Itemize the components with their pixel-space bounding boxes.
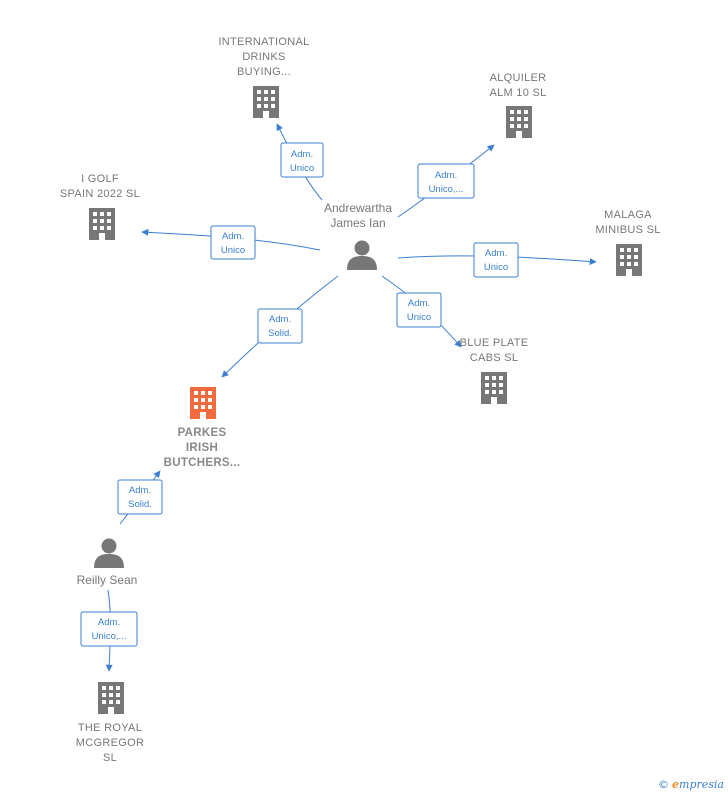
building-icon: [481, 372, 507, 404]
edge-label-line1: Adm.: [408, 298, 430, 309]
person-name-line: Reilly Sean: [77, 573, 138, 587]
edge-label-royal[interactable]: Adm. Unico,...: [80, 611, 138, 647]
brand-watermark: ©empresia: [658, 778, 724, 791]
edge-label-alquiler[interactable]: Adm. Unico,...: [417, 163, 475, 199]
edge-label-line2: Unico,...: [92, 631, 127, 642]
building-icon: [506, 106, 532, 138]
building-icon: [253, 86, 279, 118]
company-name-line: I GOLF: [81, 173, 119, 185]
edge-label-line2: Unico: [221, 245, 245, 256]
company-node-international[interactable]: INTERNATIONAL DRINKS BUYING...: [218, 36, 309, 118]
edge-label-line2: Unico: [290, 163, 314, 174]
edge-label-line1: Adm.: [435, 170, 457, 181]
company-name-line: DRINKS: [242, 51, 285, 63]
edge-label-line2: Unico: [484, 262, 508, 273]
building-icon: [98, 682, 124, 714]
company-name-line: CABS SL: [470, 352, 519, 364]
edge-label-line2: Unico,...: [429, 184, 464, 195]
edge-label-reilly-parkes[interactable]: Adm. Solid.: [117, 479, 163, 515]
person-name-line: James Ian: [330, 216, 385, 230]
person-name-line: Andrewartha: [324, 201, 392, 215]
person-node-reilly[interactable]: Reilly Sean: [77, 538, 138, 588]
edge-label-line2: Solid.: [128, 499, 152, 510]
building-icon: [89, 208, 115, 240]
edge-label-line2: Unico: [407, 312, 431, 323]
edge-label-line1: Adm.: [98, 617, 120, 628]
company-node-alquiler[interactable]: ALQUILER ALM 10 SL: [489, 72, 546, 138]
copyright-symbol: ©: [658, 778, 670, 791]
edge-label-igolf[interactable]: Adm. Unico: [210, 225, 256, 260]
edge-label-international[interactable]: Adm. Unico: [280, 142, 324, 178]
company-name-line: MCGREGOR: [76, 737, 144, 749]
company-name-line: MALAGA: [604, 209, 652, 221]
company-node-parkes[interactable]: PARKES IRISH BUTCHERS...: [164, 387, 241, 469]
brand-logo-letter: e: [672, 778, 680, 791]
company-name-line: IRISH: [186, 442, 218, 454]
person-node-andrewartha[interactable]: Andrewartha James Ian: [324, 201, 392, 270]
company-name-line: MINIBUS SL: [595, 224, 660, 236]
brand-name: mpresia: [679, 778, 724, 791]
company-node-igolf[interactable]: I GOLF SPAIN 2022 SL: [60, 173, 140, 240]
edge-label-line1: Adm.: [222, 231, 244, 242]
company-name-line: INTERNATIONAL: [218, 36, 309, 48]
edge-label-line2: Solid.: [268, 328, 292, 339]
company-name-line: BUYING...: [237, 66, 291, 78]
building-icon: [190, 387, 216, 419]
edge-label-line1: Adm.: [291, 149, 313, 160]
person-icon: [347, 240, 377, 270]
company-name-line: ALQUILER: [490, 72, 547, 84]
edge-label-line1: Adm.: [269, 314, 291, 325]
edge-label-line1: Adm.: [485, 248, 507, 259]
company-name-line: BUTCHERS...: [164, 457, 241, 469]
edge-label-malaga[interactable]: Adm. Unico: [473, 242, 519, 278]
company-name-line: SL: [103, 752, 117, 764]
person-icon: [94, 538, 124, 568]
company-name-line: PARKES: [178, 427, 227, 439]
company-name-line: BLUE PLATE: [460, 337, 529, 349]
edge-label-parkes[interactable]: Adm. Solid.: [257, 308, 303, 344]
company-node-blueplate[interactable]: BLUE PLATE CABS SL: [460, 337, 529, 404]
company-node-malaga[interactable]: MALAGA MINIBUS SL: [595, 209, 660, 276]
edge-label-blueplate[interactable]: Adm. Unico: [396, 292, 442, 328]
company-name-line: SPAIN 2022 SL: [60, 188, 140, 200]
company-name-line: THE ROYAL: [78, 722, 142, 734]
edge-label-line1: Adm.: [129, 485, 151, 496]
building-icon: [616, 244, 642, 276]
company-name-line: ALM 10 SL: [489, 87, 546, 99]
company-node-royal[interactable]: THE ROYAL MCGREGOR SL: [76, 682, 144, 764]
